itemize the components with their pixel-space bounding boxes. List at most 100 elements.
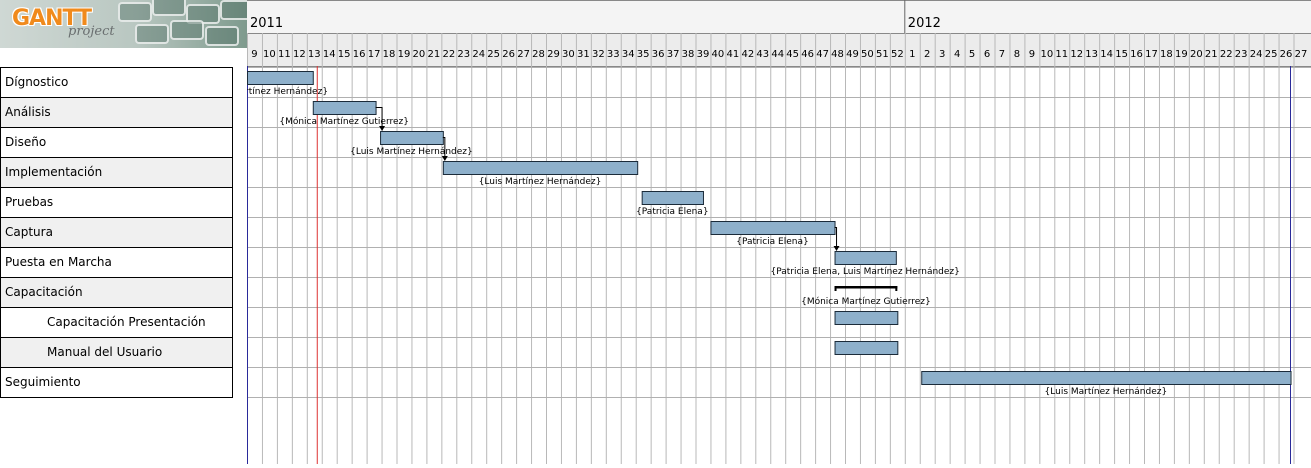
week-label: 3 xyxy=(939,49,945,60)
week-label: 18 xyxy=(1160,49,1173,60)
task-row[interactable]: Seguimiento xyxy=(0,367,233,398)
week-label: 34 xyxy=(622,49,635,60)
week-label: 23 xyxy=(457,49,470,60)
week-label: 35 xyxy=(637,49,650,60)
task-bar xyxy=(710,221,836,235)
week-label: 13 xyxy=(1085,49,1098,60)
week-label: 11 xyxy=(278,49,291,60)
week-label: 16 xyxy=(353,49,366,60)
dependency-arrow-line xyxy=(375,107,383,130)
week-label: 10 xyxy=(263,49,276,60)
week-label: 23 xyxy=(1235,49,1248,60)
task-bar xyxy=(312,101,377,115)
resource-label: {Luis Martínez Hernández} xyxy=(1045,387,1168,397)
week-label: 19 xyxy=(1175,49,1188,60)
dependency-arrow-line xyxy=(442,137,446,160)
week-label: 26 xyxy=(502,49,515,60)
week-label: 32 xyxy=(592,49,605,60)
week-label: 9 xyxy=(251,49,257,60)
week-label: 24 xyxy=(1250,49,1263,60)
task-bar xyxy=(834,341,899,355)
week-label: 2 xyxy=(924,49,930,60)
week-label: 42 xyxy=(741,49,754,60)
task-row[interactable]: Análisis xyxy=(0,97,233,128)
week-label: 37 xyxy=(667,49,680,60)
week-label: 20 xyxy=(1190,49,1203,60)
week-label: 16 xyxy=(1130,49,1143,60)
task-bar xyxy=(442,161,639,175)
week-label: 27 xyxy=(517,49,530,60)
week-label: 40 xyxy=(712,49,725,60)
week-label: 38 xyxy=(682,49,695,60)
week-label: 26 xyxy=(1280,49,1293,60)
week-label: 46 xyxy=(801,49,814,60)
task-row[interactable]: Puesta en Marcha xyxy=(0,247,233,278)
week-label: 41 xyxy=(727,49,740,60)
week-label: 22 xyxy=(442,49,455,60)
task-bar xyxy=(247,71,314,85)
week-label: 19 xyxy=(398,49,411,60)
week-label: 22 xyxy=(1220,49,1233,60)
week-label: 9 xyxy=(1029,49,1035,60)
task-bar xyxy=(834,251,897,265)
resource-label: {Patricia Elena} xyxy=(736,237,809,247)
week-label: 49 xyxy=(846,49,859,60)
week-label: 24 xyxy=(472,49,485,60)
week-label: 50 xyxy=(861,49,874,60)
week-label: 13 xyxy=(308,49,321,60)
dependency-arrow-head xyxy=(379,126,386,131)
task-row[interactable]: Capacitación Presentación xyxy=(0,307,233,338)
week-label: 44 xyxy=(771,49,784,60)
week-label: 12 xyxy=(1070,49,1083,60)
week-label: 20 xyxy=(413,49,426,60)
task-row[interactable]: Dígnostico xyxy=(0,67,233,98)
task-row[interactable]: Captura xyxy=(0,217,233,248)
week-label: 27 xyxy=(1295,49,1308,60)
year-label: 2011 xyxy=(250,16,283,31)
resource-label: Martínez Hernández} xyxy=(247,87,328,97)
year-label: 2012 xyxy=(908,16,941,31)
week-label: 21 xyxy=(1205,49,1218,60)
week-label: 18 xyxy=(383,49,396,60)
task-row[interactable]: Implementación xyxy=(0,157,233,188)
task-row[interactable]: Capacitación xyxy=(0,277,233,308)
logo-wordmark: GANTT xyxy=(12,6,92,31)
week-header-bg xyxy=(247,33,1311,66)
week-label: 17 xyxy=(368,49,381,60)
task-bar xyxy=(641,191,704,205)
week-label: 11 xyxy=(1055,49,1068,60)
week-label: 12 xyxy=(293,49,306,60)
week-label: 31 xyxy=(577,49,590,60)
task-row[interactable]: Diseño xyxy=(0,127,233,158)
week-label: 45 xyxy=(786,49,799,60)
week-label: 21 xyxy=(428,49,441,60)
year-header-bg xyxy=(247,0,1311,33)
dependency-arrow-head xyxy=(833,246,840,251)
task-bar xyxy=(380,131,444,145)
resource-label: {Patricia Elena} xyxy=(636,207,709,217)
week-label: 28 xyxy=(532,49,545,60)
week-label: 25 xyxy=(1265,49,1278,60)
week-label: 7 xyxy=(999,49,1005,60)
week-label: 15 xyxy=(338,49,351,60)
week-label: 14 xyxy=(323,49,336,60)
task-row[interactable]: Manual del Usuario xyxy=(0,337,233,368)
ganttproject-logo: GANTT project xyxy=(0,0,247,48)
week-label: 47 xyxy=(816,49,829,60)
summary-bar xyxy=(834,286,898,289)
week-label: 4 xyxy=(954,49,960,60)
resource-label: {Luis Martínez Hernández} xyxy=(479,177,602,187)
week-label: 25 xyxy=(487,49,500,60)
week-label: 1 xyxy=(909,49,915,60)
summary-bar-right-cap xyxy=(895,286,898,291)
dependency-arrow-line xyxy=(834,227,838,250)
resource-label: {Patricia Elena, Luis Martínez Hernández… xyxy=(770,267,959,277)
task-bar xyxy=(834,311,899,325)
week-label: 39 xyxy=(697,49,710,60)
week-label: 6 xyxy=(984,49,990,60)
task-row[interactable]: Pruebas xyxy=(0,187,233,218)
week-label: 14 xyxy=(1100,49,1113,60)
week-label: 52 xyxy=(891,49,904,60)
